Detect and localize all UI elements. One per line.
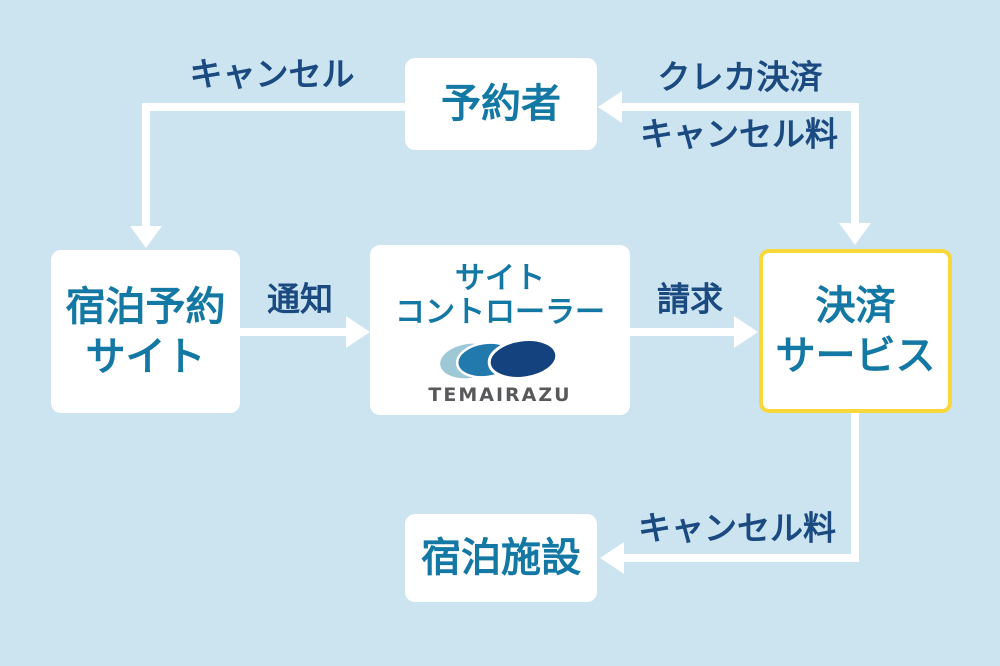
edge-label-cancellation-fee-to-booker: キャンセル料	[640, 114, 838, 154]
node-hotel-label: 宿泊施設	[421, 535, 581, 581]
edge-label-cancel: キャンセル	[189, 54, 355, 94]
edge-label-credit-card-payment: クレカ決済	[657, 57, 823, 97]
node-hotel: 宿泊施設	[405, 514, 597, 602]
node-payment-service-label-line1: 決済	[815, 283, 896, 329]
node-booker: 予約者	[405, 58, 597, 150]
node-booking-site-label-line1: 宿泊予約	[65, 283, 226, 330]
arrow-cancelfee-to-hotel	[600, 413, 859, 574]
node-site-controller-label-line2: コントローラー	[395, 295, 605, 330]
node-booking-site-label-line2: サイト	[85, 333, 206, 380]
edge-label-notification: 通知	[267, 279, 333, 319]
node-payment-service-label-line2: サービス	[775, 333, 936, 379]
arrow-notification	[240, 316, 370, 348]
edge-label-cancellation-fee-to-hotel: キャンセル料	[638, 508, 836, 548]
edge-label-billing: 請求	[657, 279, 723, 319]
temairazu-logo-text: TEMAIRAZU	[428, 383, 572, 406]
arrow-creditcard-cancelfee	[598, 91, 871, 245]
temairazu-logo-icon	[440, 337, 559, 380]
node-site-controller: サイト コントローラー TEMAIRAZU	[370, 245, 630, 415]
arrow-billing	[630, 316, 758, 348]
node-site-controller-label-line1: サイト	[455, 260, 545, 296]
node-booker-label: 予約者	[441, 81, 561, 127]
node-booking-site: 宿泊予約 サイト	[51, 250, 240, 413]
arrow-cancel	[130, 103, 405, 248]
node-payment-service: 決済 サービス	[759, 249, 952, 413]
